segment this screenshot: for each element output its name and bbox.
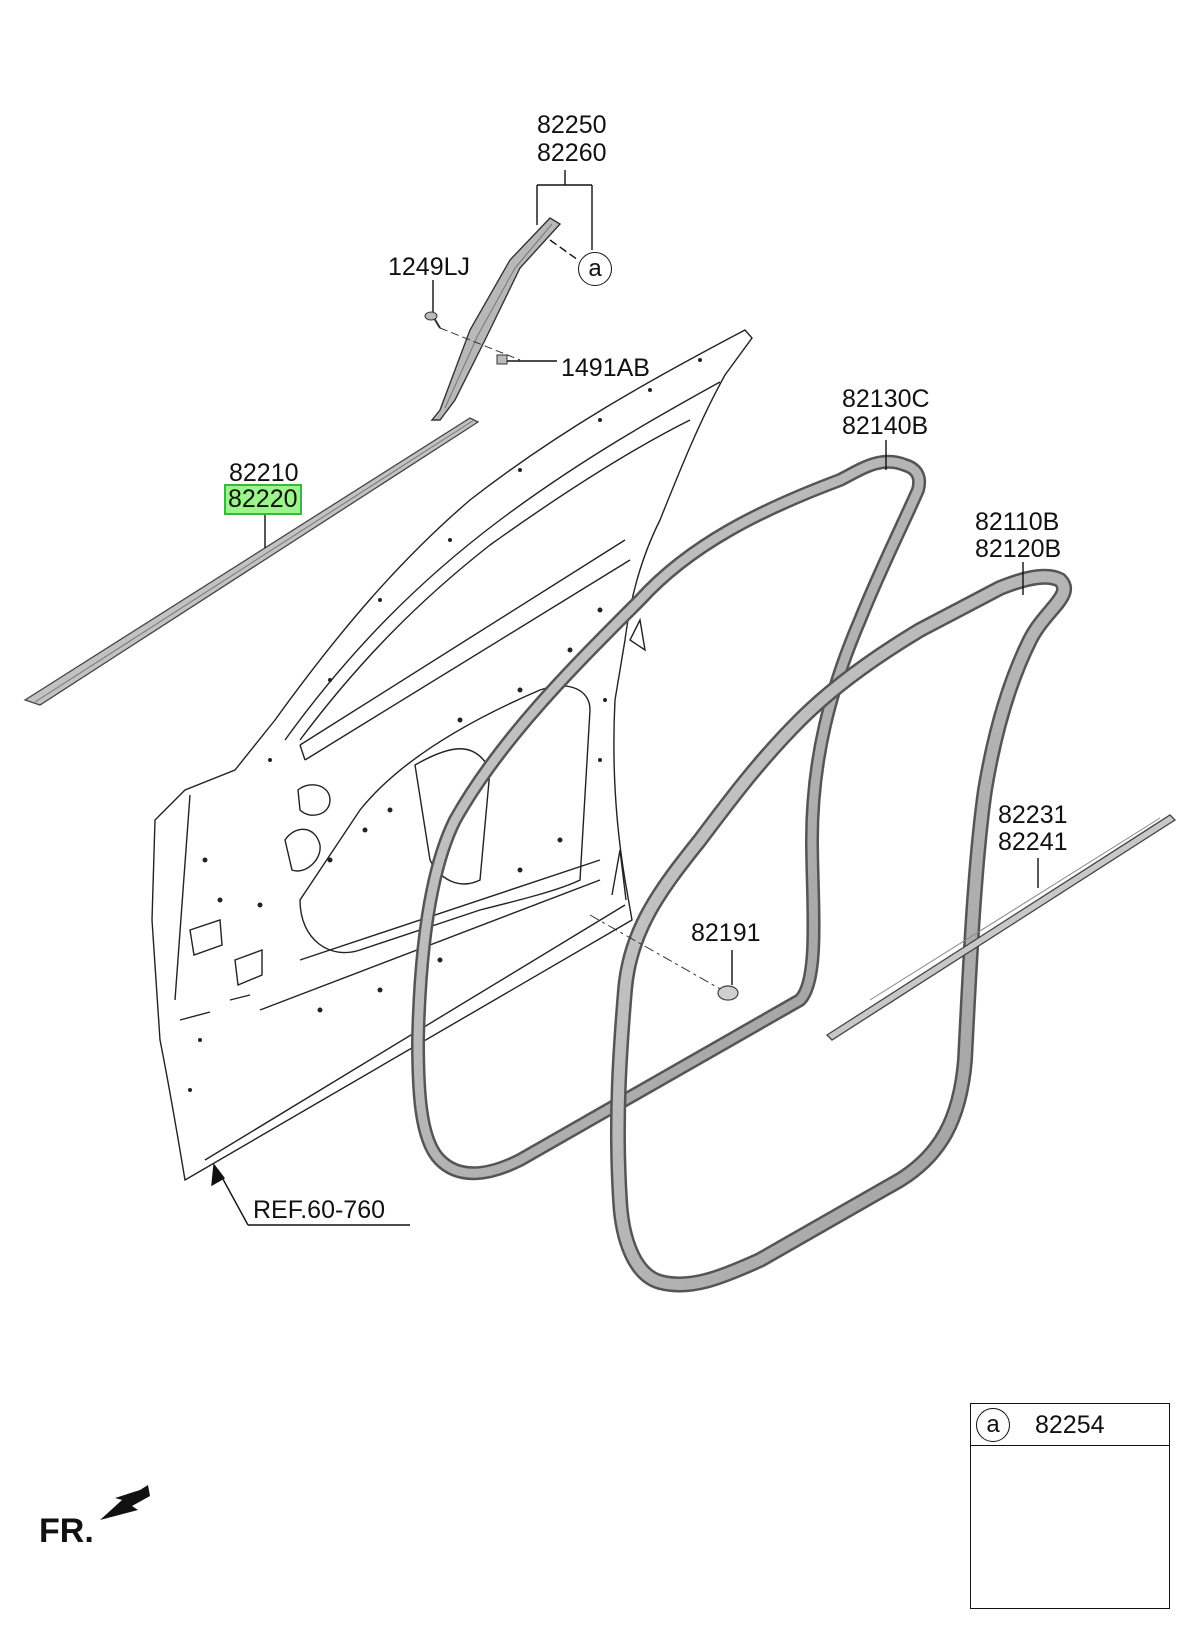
label-82191: 82191 [691, 919, 761, 947]
door-panel-holes [188, 358, 702, 1092]
belt-moulding-inner [825, 814, 1177, 1041]
clip-1491ab [496, 354, 557, 365]
label-82140b: 82140B [842, 412, 929, 440]
label-82241: 82241 [998, 828, 1068, 856]
a-pillar-leader [536, 170, 593, 261]
label-82260: 82260 [537, 139, 607, 167]
plug-82191 [589, 914, 739, 1001]
callout-a: a [578, 252, 612, 286]
ref-leader [211, 1163, 410, 1226]
label-82130c: 82130C [842, 385, 930, 413]
front-arrow-icon [100, 1485, 150, 1520]
label-82254: 82254 [1035, 1411, 1105, 1439]
door-panel [151, 329, 753, 1182]
label-82220-highlighted[interactable]: 82220 [224, 484, 302, 515]
detail-box: a 82254 [970, 1403, 1170, 1609]
detail-callout-a: a [976, 1408, 1010, 1442]
label-82120b: 82120B [975, 535, 1062, 563]
door-weatherstrip [411, 454, 927, 1181]
label-82210: 82210 [229, 459, 299, 487]
label-ref-60-760: REF.60-760 [253, 1196, 386, 1224]
body-side-weatherstrip [609, 568, 1072, 1293]
label-82110b: 82110B [975, 508, 1060, 536]
a-pillar-trim [430, 217, 562, 421]
belt-moulding-outer [23, 417, 480, 706]
label-1249lj: 1249LJ [388, 253, 471, 281]
bolt-1249lj [424, 311, 521, 361]
front-indicator-label: FR. [39, 1512, 94, 1550]
detail-header: a 82254 [971, 1404, 1169, 1446]
label-82231: 82231 [998, 801, 1068, 829]
label-82250: 82250 [537, 111, 607, 139]
label-1491ab: 1491AB [561, 354, 650, 382]
